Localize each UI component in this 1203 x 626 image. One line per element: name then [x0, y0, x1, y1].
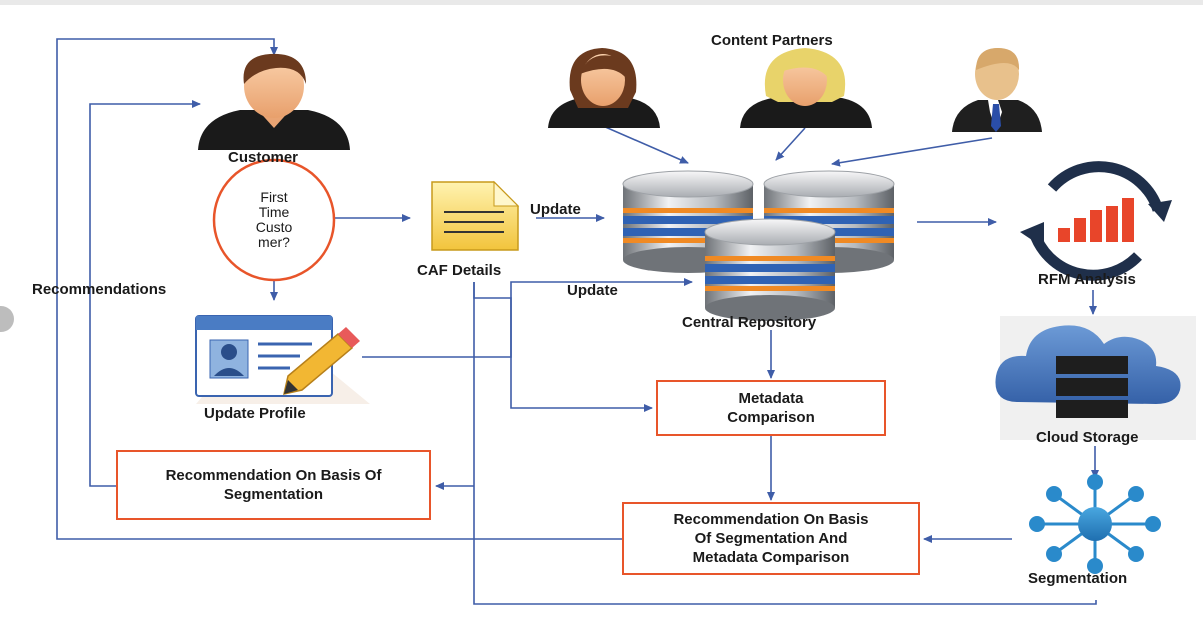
update-label-2: Update — [567, 282, 618, 299]
rec-segmentation-metadata-box: Recommendation On Basis Of Segmentation … — [622, 502, 920, 575]
blonde-partner-icon — [740, 48, 872, 128]
cloud-server-icon — [995, 316, 1196, 440]
decision-node — [212, 158, 336, 282]
customer-label: Customer — [228, 149, 299, 166]
caf-details-label: CAF Details — [417, 262, 502, 279]
arrow-loop-to-customer-top — [56, 38, 630, 540]
content-partners-label: Content Partners — [711, 32, 833, 49]
arrow-partner3 — [831, 137, 993, 167]
metadata-comparison-box: Metadata Comparison — [656, 380, 886, 436]
businessman-icon — [952, 48, 1042, 132]
rfm-cycle-chart-icon — [1020, 161, 1172, 281]
scroll-handle[interactable] — [0, 306, 14, 332]
top-border — [0, 0, 1203, 5]
line-caf-to-bottom — [473, 282, 1097, 605]
customer-icon — [198, 53, 350, 150]
recommendations-label: Recommendations — [32, 281, 167, 298]
update-label-1: Update — [530, 201, 581, 218]
decision-label: First Time Custo mer? — [255, 189, 293, 250]
central-repository-label: Central Repository — [682, 314, 817, 331]
profile-card-pencil-icon — [195, 315, 370, 404]
update-profile-label: Update Profile — [204, 405, 306, 422]
arrow-partner1 — [602, 125, 689, 164]
cloud-storage-label: Cloud Storage — [1036, 429, 1139, 446]
arrow-recommendations-loop — [89, 100, 201, 487]
network-hub-icon — [1029, 474, 1161, 574]
document-icon — [431, 180, 520, 251]
rec-segmentation-box: Recommendation On Basis Of Segmentation — [116, 450, 431, 520]
female-partner-icon — [548, 48, 660, 128]
arrow-profile-update — [362, 278, 693, 358]
arrow-caf-to-metadata — [473, 282, 653, 412]
database-icon — [622, 170, 895, 322]
rfm-analysis-label: RFM Analysis — [1038, 271, 1136, 288]
segmentation-label: Segmentation — [1028, 570, 1128, 587]
arrow-partner2 — [775, 127, 806, 161]
